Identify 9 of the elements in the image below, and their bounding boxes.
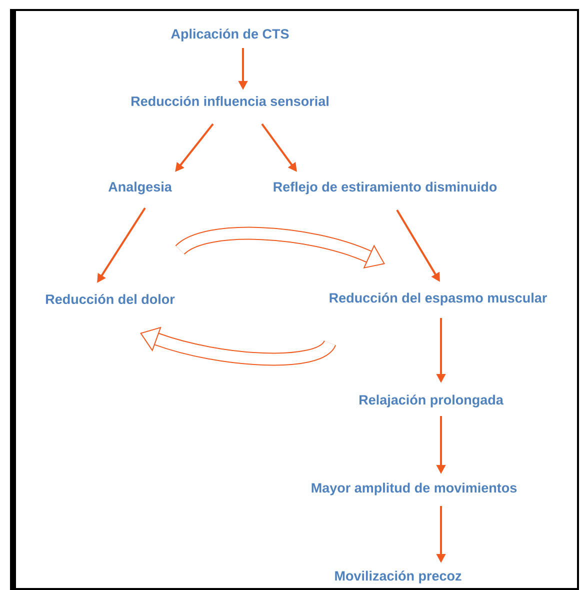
step-label: Movilización precoz <box>335 570 462 584</box>
step-label: Reflejo de estiramiento disminuido <box>274 182 497 194</box>
step-label: Mayor amplitud de movimientos <box>312 482 517 496</box>
step-label: Reducción influencia sensorial <box>132 96 328 106</box>
step-label: Aplicación de CTS <box>171 28 289 42</box>
step-label: Relajación prolongada <box>360 394 504 408</box>
step-label: Reducción del espasmo muscular <box>330 292 547 306</box>
step-label: Analgesia <box>108 182 172 194</box>
step-label: Reducción del dolor <box>46 294 175 304</box>
